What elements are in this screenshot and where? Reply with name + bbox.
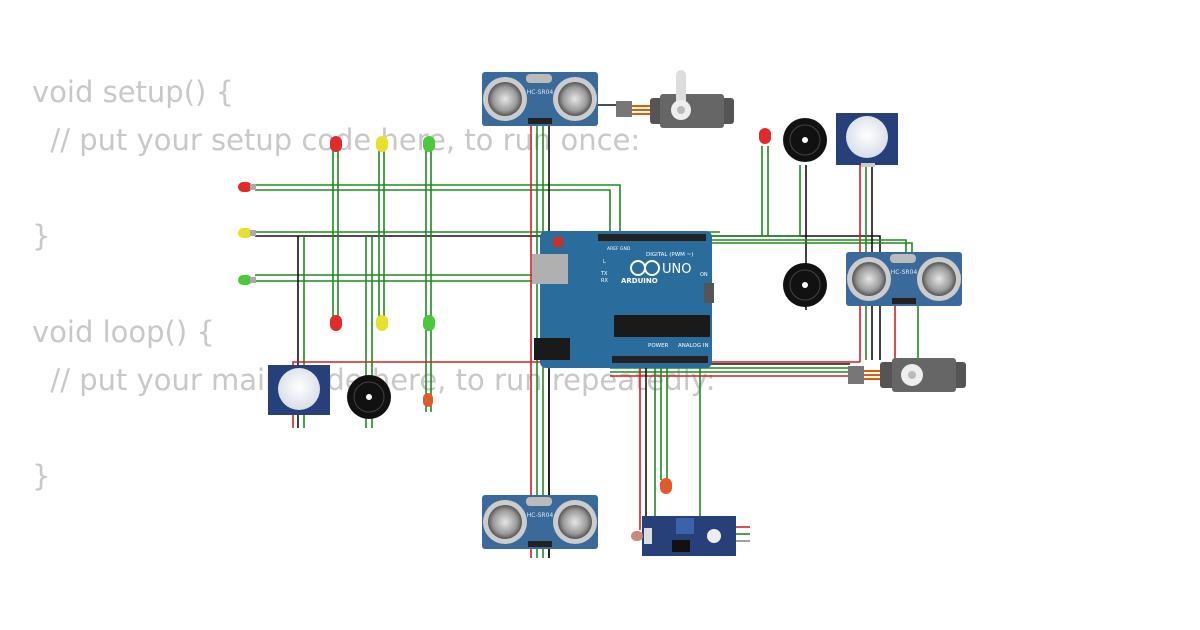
led-small-orange [423,393,433,407]
led-left-red [238,182,256,192]
led-mid-yellow [376,315,388,331]
led-top-yellow [376,136,388,152]
arduino-digital-label: DIGITAL (PWM ~) [646,252,693,258]
code-line: // put your setup code here, to run once… [50,123,641,157]
ultrasonic-sensor-right: HC-SR04 [846,252,962,306]
arduino-on-label: ON [700,272,708,278]
buzzer-top-right [783,118,827,162]
led-mid-green [423,315,435,331]
code-line: void loop() { [32,315,215,349]
pir-sensor-left [268,365,330,415]
led-right-red [759,128,771,144]
ultrasonic-label: HC-SR04 [891,269,918,276]
arduino-gnd-label: GND [620,246,631,252]
arduino-analog-label: ANALOG IN [678,343,709,349]
buzzer-left [347,375,391,419]
code-line: } [32,459,51,493]
servo-motor-right [848,358,966,392]
led-left-green [238,275,256,285]
arduino-tx-label: TX [600,271,608,277]
ultrasonic-label: HC-SR04 [527,512,554,519]
led-left-yellow [238,228,256,238]
code-line: } [32,219,51,253]
led-bottom-orange [660,478,672,494]
arduino-brand: ARDUINO [621,277,658,285]
pir-sensor-right [836,113,898,167]
ldr-sensor-module [631,516,736,556]
arduino-power-label: POWER [648,343,669,349]
ultrasonic-sensor-bottom: HC-SR04 [482,495,598,549]
led-mid-red [330,315,342,331]
led-top-green [423,136,435,152]
led-top-red [330,136,342,152]
servo-motor-top [616,70,734,128]
code-editor-text: void setup() { // put your setup code he… [32,68,716,500]
arduino-uno-board: UNO ARDUINO DIGITAL (PWM ~) POWER ANALOG… [532,231,714,368]
arduino-rx-label: RX [601,278,608,284]
code-line: void setup() { [32,75,234,109]
buzzer-mid-right [783,263,827,307]
arduino-aref-label: AREF [607,246,619,252]
ultrasonic-label: HC-SR04 [527,89,554,96]
ultrasonic-sensor-top: HC-SR04 [482,72,598,126]
arduino-model: UNO [662,262,691,277]
arduino-l-label: L [603,259,606,265]
